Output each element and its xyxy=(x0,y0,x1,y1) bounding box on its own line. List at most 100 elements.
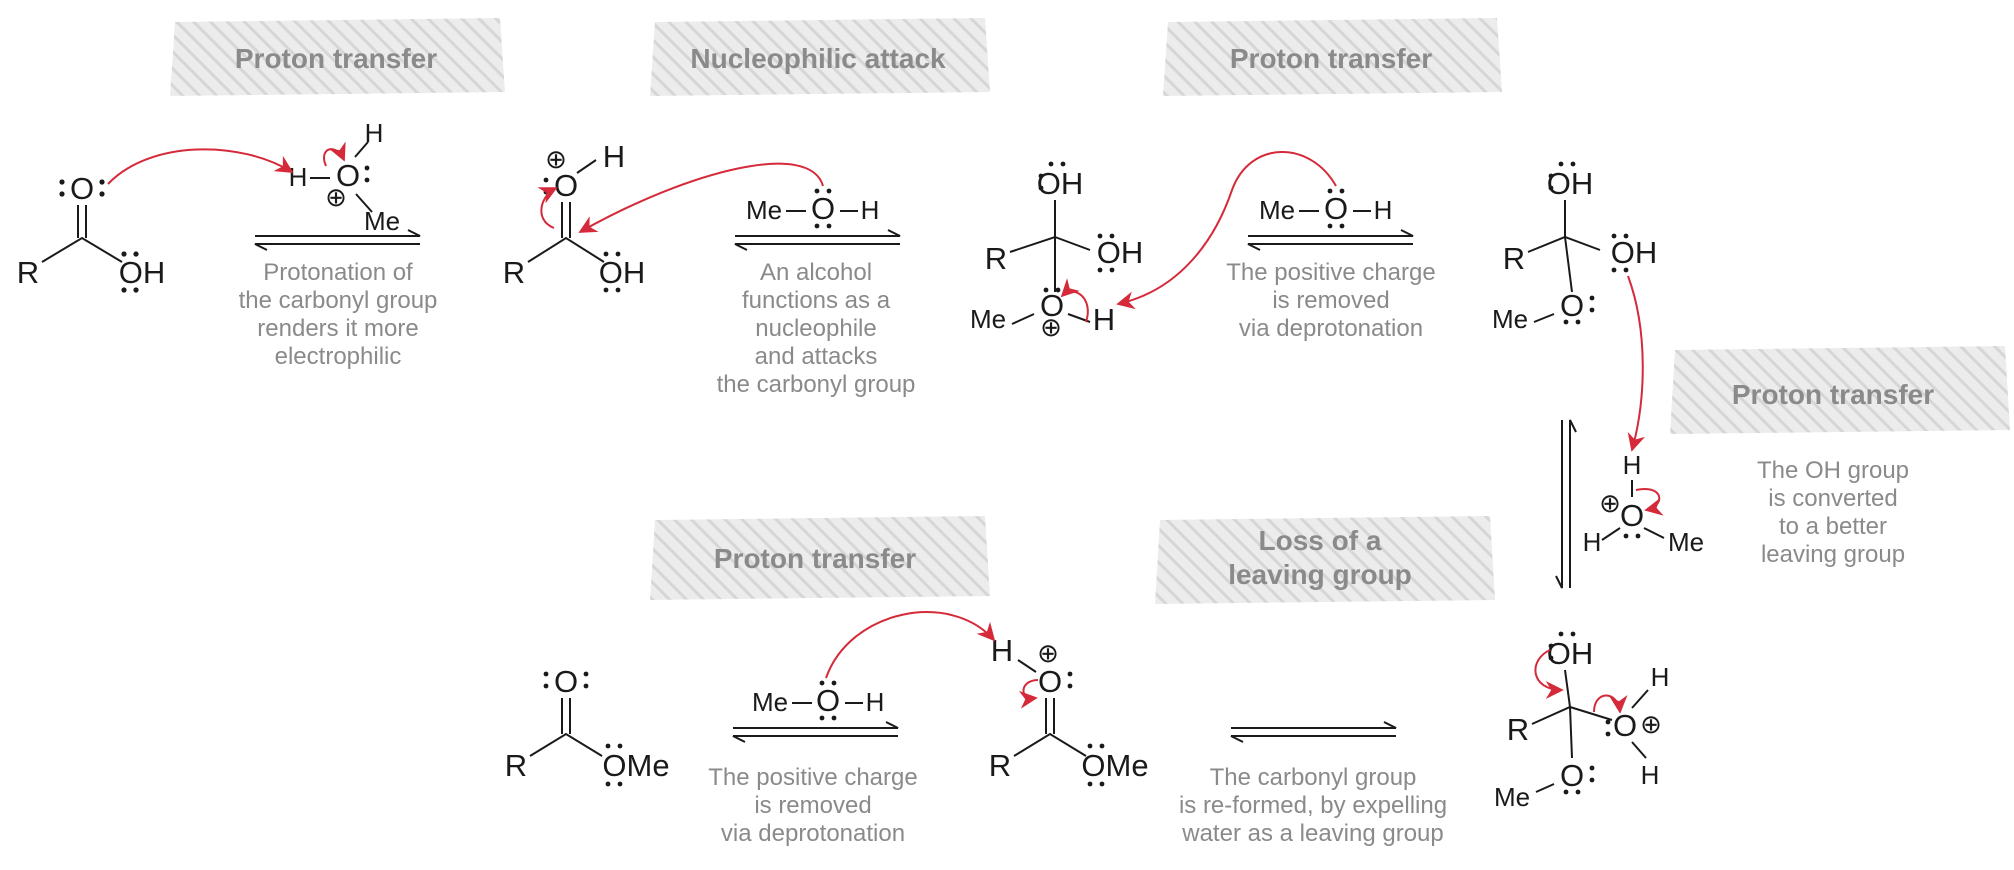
svg-text:is converted: is converted xyxy=(1768,485,1897,512)
methanol-2: Me O H xyxy=(746,188,880,229)
step4-description: The OH group is converted to a better le… xyxy=(1757,457,1909,568)
svg-text:via deprotonation: via deprotonation xyxy=(1239,315,1423,342)
curved-arrow-4b xyxy=(1635,487,1664,516)
svg-text:O: O xyxy=(1613,708,1637,743)
svg-text:O: O xyxy=(1560,758,1584,793)
svg-text:Me: Me xyxy=(1492,304,1528,334)
svg-text:H: H xyxy=(1623,450,1642,480)
svg-text:via deprotonation: via deprotonation xyxy=(721,820,905,847)
equilibrium-arrow-4 xyxy=(1555,419,1577,589)
svg-text:R: R xyxy=(1507,712,1529,747)
svg-text:R: R xyxy=(1503,241,1525,276)
svg-text:OH: OH xyxy=(1037,166,1084,201)
svg-text:Proton transfer: Proton transfer xyxy=(1732,379,1934,410)
svg-text:OMe: OMe xyxy=(602,748,669,783)
svg-text:The positive charge: The positive charge xyxy=(1226,259,1435,286)
svg-text:the carbonyl group: the carbonyl group xyxy=(717,371,916,398)
svg-text:H: H xyxy=(1651,662,1670,692)
svg-text:H: H xyxy=(991,633,1013,668)
protonated-ester: R O ⊕ H OMe xyxy=(989,633,1149,787)
oxonium-intermediate: OH R O ⊕ H H O Me xyxy=(1494,631,1670,812)
svg-text:Me: Me xyxy=(752,687,788,717)
svg-text:O: O xyxy=(554,168,578,203)
curved-arrow-5a xyxy=(1534,649,1564,699)
svg-text:H: H xyxy=(861,195,880,225)
methanol-3: Me O H xyxy=(1259,188,1393,229)
svg-text:H: H xyxy=(1093,302,1115,337)
curved-arrow-5b xyxy=(1593,694,1628,714)
svg-text:H: H xyxy=(866,687,885,717)
protonated-methanol-2: H O H Me ⊕ xyxy=(1583,450,1704,557)
step5-label: Loss of a leaving group xyxy=(1155,516,1495,604)
svg-text:OH: OH xyxy=(1097,235,1144,270)
svg-text:leaving group: leaving group xyxy=(1761,541,1905,568)
svg-text:Proton transfer: Proton transfer xyxy=(1230,43,1432,74)
step1-label: Proton transfer xyxy=(170,18,505,96)
step2-description: An alcohol functions as a nucleophile an… xyxy=(717,259,916,398)
svg-text:Me: Me xyxy=(1494,782,1530,812)
tetrahedral-intermediate-1: OH R OH O Me H ⊕ xyxy=(970,161,1144,342)
svg-text:renders it more: renders it more xyxy=(257,315,418,342)
svg-text:Protonation of: Protonation of xyxy=(263,259,413,286)
curved-arrow-3a xyxy=(1060,278,1089,323)
svg-text:⊕: ⊕ xyxy=(545,144,567,174)
svg-text:OH: OH xyxy=(1547,636,1594,671)
svg-text:OH: OH xyxy=(1547,166,1594,201)
svg-text:OH: OH xyxy=(1611,235,1658,270)
svg-text:OH: OH xyxy=(599,255,646,290)
svg-text:Nucleophilic attack: Nucleophilic attack xyxy=(690,43,946,74)
svg-text:R: R xyxy=(503,255,525,290)
svg-text:Loss of a: Loss of a xyxy=(1259,525,1382,556)
step3-description: The positive charge is removed via depro… xyxy=(1226,259,1435,342)
svg-text:H: H xyxy=(1374,195,1393,225)
protonated-methanol-1: H O H Me ⊕ xyxy=(289,118,400,236)
svg-text:⊕: ⊕ xyxy=(1640,709,1662,739)
protonated-carbonyl: R O ⊕ H OH xyxy=(503,139,646,293)
svg-text:Proton transfer: Proton transfer xyxy=(235,43,437,74)
curved-arrow-2b xyxy=(578,162,824,233)
step5-description: The carbonyl group is re-formed, by expe… xyxy=(1179,764,1447,847)
svg-text:is removed: is removed xyxy=(754,792,871,819)
svg-text:O: O xyxy=(1324,191,1348,226)
svg-text:O: O xyxy=(1620,498,1644,533)
svg-text:Me: Me xyxy=(364,206,400,236)
curved-arrow-1b xyxy=(323,141,346,167)
svg-text:R: R xyxy=(985,241,1007,276)
svg-text:Me: Me xyxy=(1259,195,1295,225)
svg-text:⊕: ⊕ xyxy=(1037,638,1059,668)
svg-text:H: H xyxy=(603,139,625,174)
svg-text:OMe: OMe xyxy=(1081,748,1148,783)
equilibrium-arrow-1 xyxy=(254,229,421,251)
curved-arrow-4a xyxy=(1627,275,1646,452)
svg-text:and attacks: and attacks xyxy=(755,343,878,370)
svg-text:OH: OH xyxy=(119,255,166,290)
svg-text:the carbonyl group: the carbonyl group xyxy=(239,287,438,314)
tetrahedral-intermediate-2: OH R OH O Me xyxy=(1492,161,1658,334)
svg-text:O: O xyxy=(70,171,94,206)
svg-text:O: O xyxy=(1560,288,1584,323)
step1-description: Protonation of the carbonyl group render… xyxy=(239,259,438,370)
curved-arrow-6b xyxy=(825,611,996,679)
equilibrium-arrow-6 xyxy=(732,721,899,743)
svg-text:The positive charge: The positive charge xyxy=(708,764,917,791)
svg-text:R: R xyxy=(17,255,39,290)
svg-text:H: H xyxy=(365,118,384,148)
svg-text:O: O xyxy=(554,664,578,699)
equilibrium-arrow-3 xyxy=(1247,229,1414,251)
equilibrium-arrow-2 xyxy=(734,229,901,251)
svg-text:H: H xyxy=(1641,760,1660,790)
svg-text:An alcohol: An alcohol xyxy=(760,259,872,286)
step6-label: Proton transfer xyxy=(650,516,990,600)
methanol-6: Me O H xyxy=(752,680,885,721)
step6-description: The positive charge is removed via depro… xyxy=(708,764,917,847)
step3-label: Proton transfer xyxy=(1163,18,1502,96)
svg-text:⊕: ⊕ xyxy=(1040,312,1062,342)
svg-text:to a better: to a better xyxy=(1779,513,1887,540)
svg-text:O: O xyxy=(811,191,835,226)
svg-text:O: O xyxy=(336,158,360,193)
svg-text:H: H xyxy=(289,162,308,192)
svg-text:Me: Me xyxy=(1668,527,1704,557)
svg-text:is re-formed, by expelling: is re-formed, by expelling xyxy=(1179,792,1447,819)
svg-text:The OH group: The OH group xyxy=(1757,457,1909,484)
